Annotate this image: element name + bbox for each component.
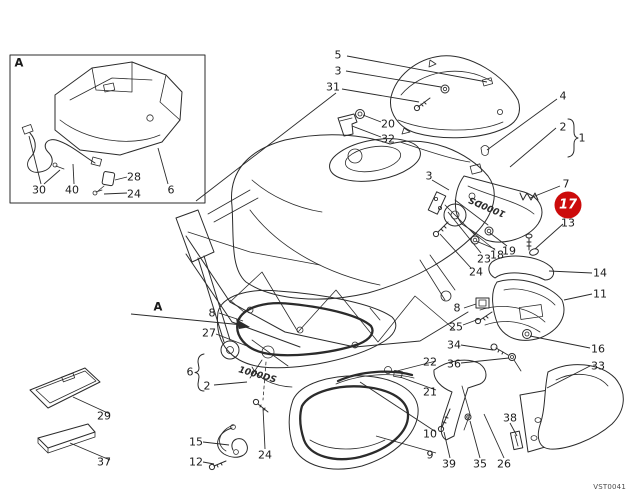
top-fasteners-drawing	[337, 84, 539, 201]
view-label-a: A	[153, 299, 163, 314]
tray-drawing	[29, 367, 101, 409]
callout-14: 14	[593, 266, 607, 280]
rear-bracket-fasteners-drawing	[427, 191, 539, 256]
callout-21: 21	[423, 385, 437, 399]
inset-label-a: A	[14, 55, 24, 70]
mid-fasteners-drawing	[474, 297, 522, 372]
callout-26: 26	[497, 457, 511, 471]
callout-8: 8	[208, 306, 216, 320]
callout-3: 3	[425, 169, 433, 183]
highlighted-callout-17[interactable]: 17	[554, 191, 582, 219]
callout-30: 30	[32, 183, 46, 197]
callout-2: 2	[203, 379, 211, 393]
callout-24: 24	[258, 448, 272, 462]
callout-1: 1	[578, 131, 586, 145]
callout-11: 11	[593, 287, 607, 301]
callout-24: 24	[469, 265, 483, 279]
callout-35: 35	[473, 457, 487, 471]
frame-drawing	[175, 189, 546, 379]
callout-braces	[194, 118, 579, 392]
callout-12: 12	[189, 455, 203, 469]
callout-33: 33	[591, 359, 605, 373]
callout-6: 6	[167, 183, 175, 197]
callout-25: 25	[449, 320, 463, 334]
drawing-code: VST0041	[593, 483, 626, 491]
callout-29: 29	[97, 409, 111, 423]
callout-22: 22	[423, 355, 437, 369]
callout-10: 10	[423, 427, 437, 441]
callout-36: 36	[447, 357, 461, 371]
front-stay-bracket-drawing	[433, 359, 524, 451]
callout-27: 27	[202, 326, 216, 340]
inset-leader-lines	[28, 135, 169, 195]
callout-18: 18	[490, 248, 504, 262]
callout-3: 3	[334, 64, 342, 78]
view-a-arrow	[130, 313, 250, 329]
callout-9: 9	[426, 448, 434, 462]
callout-37: 37	[97, 455, 111, 469]
undertail-logo-text: 1000DS	[467, 194, 507, 218]
inset-box-a	[9, 54, 206, 204]
side-panel-drawing	[288, 366, 419, 470]
fender-drawing	[519, 364, 624, 453]
callout-31: 31	[326, 80, 340, 94]
callout-20: 20	[381, 117, 395, 131]
callout-2: 2	[559, 120, 567, 134]
callout-16: 16	[591, 342, 605, 356]
callout-28: 28	[127, 170, 141, 184]
callout-13: 13	[561, 216, 575, 230]
airbox-cover-drawing: 1000DS	[216, 289, 397, 413]
callout-19: 19	[502, 244, 516, 258]
seat-cowl-drawing	[390, 55, 520, 139]
callout-39: 39	[442, 457, 456, 471]
callout-15: 15	[189, 435, 203, 449]
callout-34: 34	[447, 338, 461, 352]
callout-7: 7	[562, 177, 570, 191]
callout-5: 5	[334, 48, 342, 62]
callout-4: 4	[559, 89, 567, 103]
leader-lines	[69, 55, 593, 465]
undertail-drawing: 1000DS	[455, 163, 543, 243]
fuel-tank-drawing	[230, 134, 495, 300]
callout-40: 40	[65, 183, 79, 197]
callout-8: 8	[453, 301, 461, 315]
callout-32: 32	[381, 132, 395, 146]
hose-drawing	[208, 424, 248, 471]
callout-38: 38	[503, 411, 517, 425]
pad-drawing	[37, 423, 96, 454]
callout-23: 23	[477, 252, 491, 266]
inset-wire-harness-drawing	[21, 124, 116, 196]
callout-24: 24	[127, 187, 141, 201]
callout-6: 6	[186, 365, 194, 379]
side-bracket-and-panel-drawing	[488, 255, 565, 341]
inset-tail-cowl-drawing	[54, 61, 183, 156]
